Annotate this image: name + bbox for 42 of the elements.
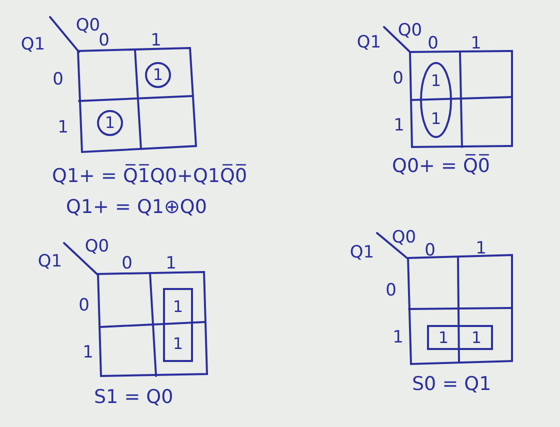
- column-variable-label: Q0: [398, 22, 422, 40]
- cell-value: 1: [152, 67, 164, 83]
- grouping-oval: [420, 62, 452, 138]
- column-variable-label: Q0: [84, 238, 110, 256]
- grouping-circle: [145, 62, 171, 88]
- row-header: 1: [82, 344, 94, 362]
- row-header: 1: [394, 116, 404, 136]
- column-variable-label: Q0: [392, 228, 416, 248]
- column-header: 1: [470, 34, 482, 54]
- equation: Q1+ = Q1⊕Q0: [66, 197, 207, 218]
- row-header: 0: [52, 70, 64, 90]
- column-header: 1: [476, 240, 486, 258]
- column-header: 0: [122, 254, 132, 274]
- row-header: 0: [392, 70, 404, 88]
- cell-value: 1: [471, 330, 482, 346]
- row-variable-label: Q1: [20, 36, 46, 54]
- cell-value: 1: [172, 298, 184, 314]
- row-variable-label: Q1: [350, 244, 374, 262]
- row-header: 0: [78, 296, 90, 316]
- cell-value: 1: [104, 115, 116, 131]
- equation: S1 = Q0: [94, 387, 174, 408]
- grouping-rectangle: [427, 325, 493, 350]
- column-header: 1: [166, 254, 176, 274]
- grouping-circle: [97, 110, 123, 136]
- row-header: 0: [386, 282, 396, 300]
- equation: Q1+ = Q̅1̅Q0+Q1Q̅0̅: [52, 166, 248, 187]
- grouping-rectangle: [163, 288, 193, 362]
- row-variable-label: Q1: [38, 252, 62, 272]
- equation: S0 = Q1: [412, 374, 492, 395]
- row-header: 1: [392, 328, 404, 348]
- row-header: 1: [58, 118, 68, 138]
- column-header: 0: [428, 34, 438, 54]
- column-header: 0: [424, 242, 436, 260]
- column-header: 1: [150, 32, 162, 50]
- column-header: 0: [98, 32, 110, 50]
- cell-value: 1: [430, 73, 442, 89]
- equation: Q0+ = Q̅0̅: [392, 156, 490, 177]
- cell-value: 1: [438, 330, 449, 346]
- cell-value: 1: [430, 111, 442, 127]
- column-variable-label: Q0: [76, 16, 100, 36]
- cell-value: 1: [172, 336, 184, 352]
- row-variable-label: Q1: [356, 34, 382, 52]
